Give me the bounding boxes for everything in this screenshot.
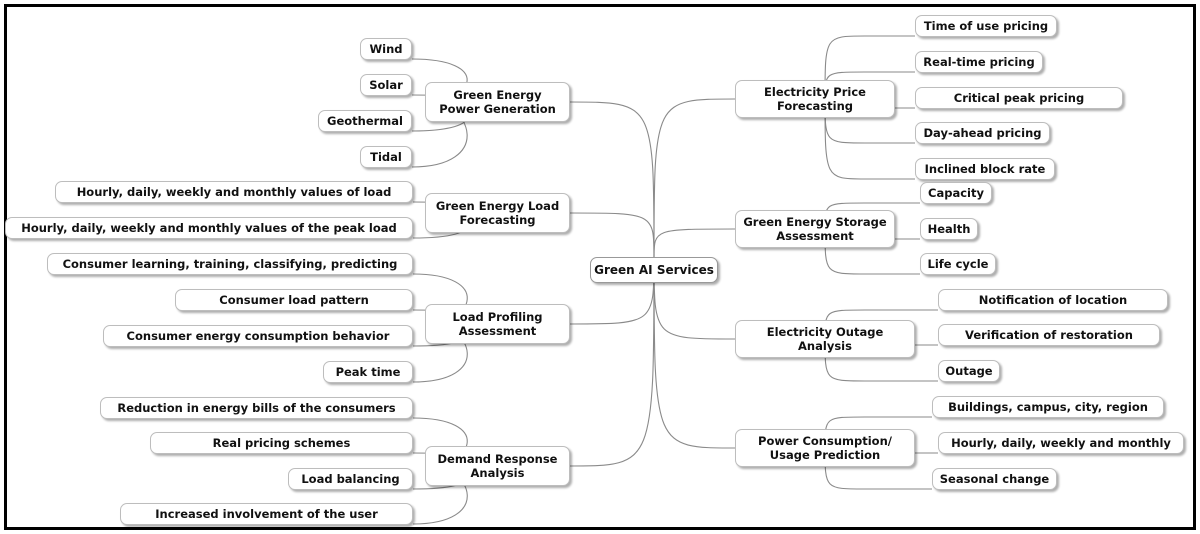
leaf-node-power-consumption-usage-prediction-3[interactable]: Seasonal change <box>932 468 1057 490</box>
leaf-node-demand-response-analysis-3[interactable]: Load balancing <box>288 468 413 490</box>
root-node-green-ai-services-label: Green AI Services <box>594 263 714 277</box>
branch-node-electricity-outage-analysis-label-line-2: Analysis <box>798 339 852 353</box>
branch-node-green-energy-storage-assessment-label-line-2: Assessment <box>776 229 854 243</box>
leaf-node-electricity-price-forecasting-2-label: Real-time pricing <box>923 55 1035 69</box>
branch-node-load-profiling-assessment-label-line-1: Load Profiling <box>452 310 543 324</box>
leaf-node-electricity-price-forecasting-4-label: Day-ahead pricing <box>923 126 1042 140</box>
leaf-node-electricity-price-forecasting-3[interactable]: Critical peak pricing <box>915 87 1123 109</box>
leaf-node-demand-response-analysis-3-label: Load balancing <box>301 472 400 486</box>
leaf-node-load-profiling-assessment-3[interactable]: Consumer energy consumption behavior <box>103 325 413 347</box>
leaf-node-power-consumption-usage-prediction-1-label: Buildings, campus, city, region <box>948 400 1148 414</box>
branch-node-electricity-outage-analysis-label-line-1: Electricity Outage <box>766 325 884 339</box>
leaf-node-electricity-price-forecasting-3-label: Critical peak pricing <box>953 91 1085 105</box>
leaf-node-electricity-price-forecasting-4[interactable]: Day-ahead pricing <box>915 122 1050 144</box>
leaf-node-green-energy-load-forecasting-1-label: Hourly, daily, weekly and monthly values… <box>76 185 392 199</box>
leaf-node-demand-response-analysis-4-label: Increased involvement of the user <box>155 507 378 521</box>
leaf-node-load-profiling-assessment-4-label: Peak time <box>335 365 401 379</box>
branch-node-load-profiling-assessment-label-line-2: Assessment <box>458 324 537 338</box>
leaf-node-load-profiling-assessment-4[interactable]: Peak time <box>323 361 413 383</box>
leaf-node-green-energy-load-forecasting-2[interactable]: Hourly, daily, weekly and monthly values… <box>5 217 413 239</box>
root-connector-power-consumption-usage-prediction <box>653 257 736 449</box>
leaf-node-electricity-outage-analysis-1[interactable]: Notification of location <box>938 289 1168 311</box>
branch-node-power-consumption-usage-prediction[interactable]: Power Consumption/Usage Prediction <box>735 429 915 467</box>
leaf-node-electricity-outage-analysis-2-label: Verification of restoration <box>965 328 1133 342</box>
branch-node-power-consumption-usage-prediction-label-line-2: Usage Prediction <box>769 448 881 462</box>
branch-node-green-energy-storage-assessment-label-line-1: Green Energy Storage <box>743 215 887 229</box>
leaf-node-demand-response-analysis-1[interactable]: Reduction in energy bills of the consume… <box>100 397 413 419</box>
leaf-node-electricity-price-forecasting-1-label: Time of use pricing <box>923 19 1049 33</box>
root-connector-green-energy-load-forecasting <box>569 212 655 259</box>
leaf-node-electricity-price-forecasting-5-label: Inclined block rate <box>924 162 1046 176</box>
leaf-node-green-energy-power-generation-1-label: Wind <box>369 42 403 56</box>
leaf-node-load-profiling-assessment-1-label: Consumer learning, training, classifying… <box>62 257 398 271</box>
leaf-node-green-energy-power-generation-2-label: Solar <box>369 78 403 92</box>
leaf-node-electricity-price-forecasting-5[interactable]: Inclined block rate <box>915 158 1055 180</box>
leaf-node-demand-response-analysis-2-label: Real pricing schemes <box>212 436 351 450</box>
root-connector-electricity-price-forecasting <box>653 98 736 259</box>
leaf-node-demand-response-analysis-1-label: Reduction in energy bills of the consume… <box>117 401 396 415</box>
root-node-green-ai-services[interactable]: Green AI Services <box>590 257 718 283</box>
root-connector-demand-response-analysis <box>569 257 655 467</box>
leaf-node-electricity-outage-analysis-1-label: Notification of location <box>978 293 1128 307</box>
leaf-node-green-energy-power-generation-3-label: Geothermal <box>327 114 403 128</box>
leaf-node-electricity-outage-analysis-3[interactable]: Outage <box>938 360 1000 382</box>
branch-node-green-energy-power-generation-label-line-2: Power Generation <box>439 102 556 116</box>
leaf-node-electricity-outage-analysis-2[interactable]: Verification of restoration <box>938 324 1160 346</box>
leaf-node-load-profiling-assessment-2[interactable]: Consumer load pattern <box>175 289 413 311</box>
root-connector-green-energy-storage-assessment <box>653 228 736 259</box>
leaf-node-load-profiling-assessment-1[interactable]: Consumer learning, training, classifying… <box>47 253 413 275</box>
branch-node-green-energy-load-forecasting-label-line-1: Green Energy Load <box>435 199 560 213</box>
leaf-node-power-consumption-usage-prediction-3-label: Seasonal change <box>939 472 1050 486</box>
leaf-node-green-energy-load-forecasting-2-label: Hourly, daily, weekly and monthly values… <box>21 221 397 235</box>
branch-node-electricity-price-forecasting-label-line-2: Forecasting <box>776 99 854 113</box>
leaf-node-power-consumption-usage-prediction-2-label: Hourly, daily, weekly and monthly <box>951 436 1171 450</box>
leaf-node-green-energy-power-generation-4[interactable]: Tidal <box>360 146 412 168</box>
branch-node-demand-response-analysis-label-line-2: Analysis <box>470 466 525 480</box>
branch-node-power-consumption-usage-prediction-label-line-1: Power Consumption/ <box>758 434 892 448</box>
leaf-connector-electricity-price-forecasting-5 <box>824 98 915 180</box>
branch-node-electricity-price-forecasting-label-line-1: Electricity Price <box>764 85 866 99</box>
leaf-node-green-energy-power-generation-1[interactable]: Wind <box>360 38 412 60</box>
leaf-node-load-profiling-assessment-3-label: Consumer energy consumption behavior <box>126 329 390 343</box>
leaf-node-green-energy-storage-assessment-2-label: Health <box>927 222 971 236</box>
leaf-node-electricity-outage-analysis-3-label: Outage <box>945 364 993 378</box>
branch-node-green-energy-load-forecasting-label-line-2: Forecasting <box>459 213 536 227</box>
branch-node-demand-response-analysis-label-line-1: Demand Response <box>437 452 558 466</box>
leaf-node-green-energy-storage-assessment-3[interactable]: Life cycle <box>920 253 996 275</box>
leaf-node-green-energy-storage-assessment-1[interactable]: Capacity <box>920 182 992 204</box>
leaf-node-green-energy-power-generation-4-label: Tidal <box>370 150 402 164</box>
leaf-node-load-profiling-assessment-2-label: Consumer load pattern <box>219 293 369 307</box>
leaf-node-green-energy-power-generation-3[interactable]: Geothermal <box>318 110 412 132</box>
leaf-node-electricity-price-forecasting-2[interactable]: Real-time pricing <box>915 51 1043 73</box>
leaf-node-green-energy-power-generation-2[interactable]: Solar <box>360 74 412 96</box>
leaf-connector-electricity-price-forecasting-1 <box>824 35 915 100</box>
leaf-node-green-energy-storage-assessment-3-label: Life cycle <box>927 257 989 271</box>
leaf-node-green-energy-storage-assessment-1-label: Capacity <box>928 186 984 200</box>
branch-node-green-energy-power-generation-label-line-1: Green Energy <box>453 88 542 102</box>
leaf-node-demand-response-analysis-2[interactable]: Real pricing schemes <box>150 432 413 454</box>
leaf-node-power-consumption-usage-prediction-1[interactable]: Buildings, campus, city, region <box>932 396 1164 418</box>
root-connector-green-energy-power-generation <box>569 101 655 259</box>
leaf-node-green-energy-load-forecasting-1[interactable]: Hourly, daily, weekly and monthly values… <box>55 181 413 203</box>
leaf-node-power-consumption-usage-prediction-2[interactable]: Hourly, daily, weekly and monthly <box>938 432 1184 454</box>
leaf-node-green-energy-storage-assessment-2[interactable]: Health <box>920 218 978 240</box>
leaf-node-demand-response-analysis-4[interactable]: Increased involvement of the user <box>120 503 413 525</box>
leaf-node-electricity-price-forecasting-1[interactable]: Time of use pricing <box>915 15 1057 37</box>
